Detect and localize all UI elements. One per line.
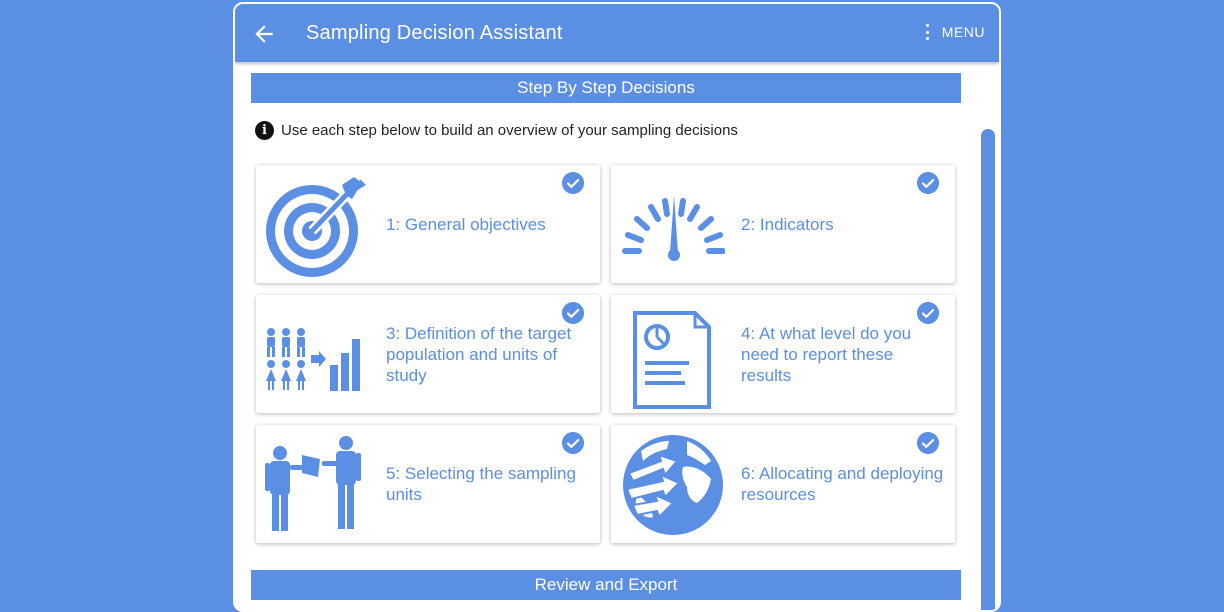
check-circle-icon — [917, 172, 939, 194]
step-card-indicators[interactable]: 2: Indicators — [611, 165, 955, 283]
check-circle-icon — [562, 172, 584, 194]
top-app-bar: Sampling Decision Assistant MENU — [235, 4, 999, 62]
step-card-target-population[interactable]: 3: Definition of the target population a… — [256, 295, 600, 413]
step-by-step-header: Step By Step Decisions — [251, 73, 961, 103]
step-label: 4: At what level do you need to report t… — [741, 323, 912, 385]
check-circle-icon — [562, 302, 584, 324]
check-circle-icon — [562, 432, 584, 454]
more-vert-icon — [926, 24, 930, 40]
step-card-reporting-level[interactable]: 4: At what level do you need to report t… — [611, 295, 955, 413]
back-button[interactable] — [251, 21, 277, 47]
menu-button[interactable]: MENU — [926, 24, 985, 40]
review-and-export-header[interactable]: Review and Export — [251, 570, 961, 600]
menu-label: MENU — [941, 24, 985, 40]
step-card-selecting-units[interactable]: 5: Selecting the sampling units — [256, 425, 600, 543]
gauge-icon — [622, 195, 725, 261]
step-label: 1: General objectives — [386, 214, 546, 234]
app-window: Sampling Decision Assistant MENU Step By… — [233, 2, 1001, 612]
target-icon — [266, 177, 366, 277]
check-circle-icon — [917, 432, 939, 454]
population-chart-icon — [266, 328, 360, 391]
step-card-general-objectives[interactable]: 1: General objectives — [256, 165, 600, 283]
step-label: 5: Selecting the sampling units — [386, 464, 576, 504]
step-label: 6: Allocating and deploying resources — [741, 464, 944, 504]
people-exchange-icon — [265, 436, 361, 531]
step-label: 2: Indicators — [741, 214, 834, 234]
step-card-allocating-resources[interactable]: 6: Allocating and deploying resources — [611, 425, 955, 543]
app-title: Sampling Decision Assistant — [306, 22, 563, 44]
arrow-left-icon — [255, 25, 273, 43]
globe-arrows-icon — [623, 435, 723, 535]
step-label: 3: Definition of the target population a… — [386, 323, 572, 385]
info-text: Use each step below to build an overview… — [281, 122, 738, 139]
scrollbar-thumb[interactable] — [981, 129, 995, 610]
check-circle-icon — [917, 302, 939, 324]
info-message: i Use each step below to build an overvi… — [255, 121, 738, 140]
info-icon: i — [255, 121, 274, 140]
report-document-icon — [633, 311, 711, 409]
